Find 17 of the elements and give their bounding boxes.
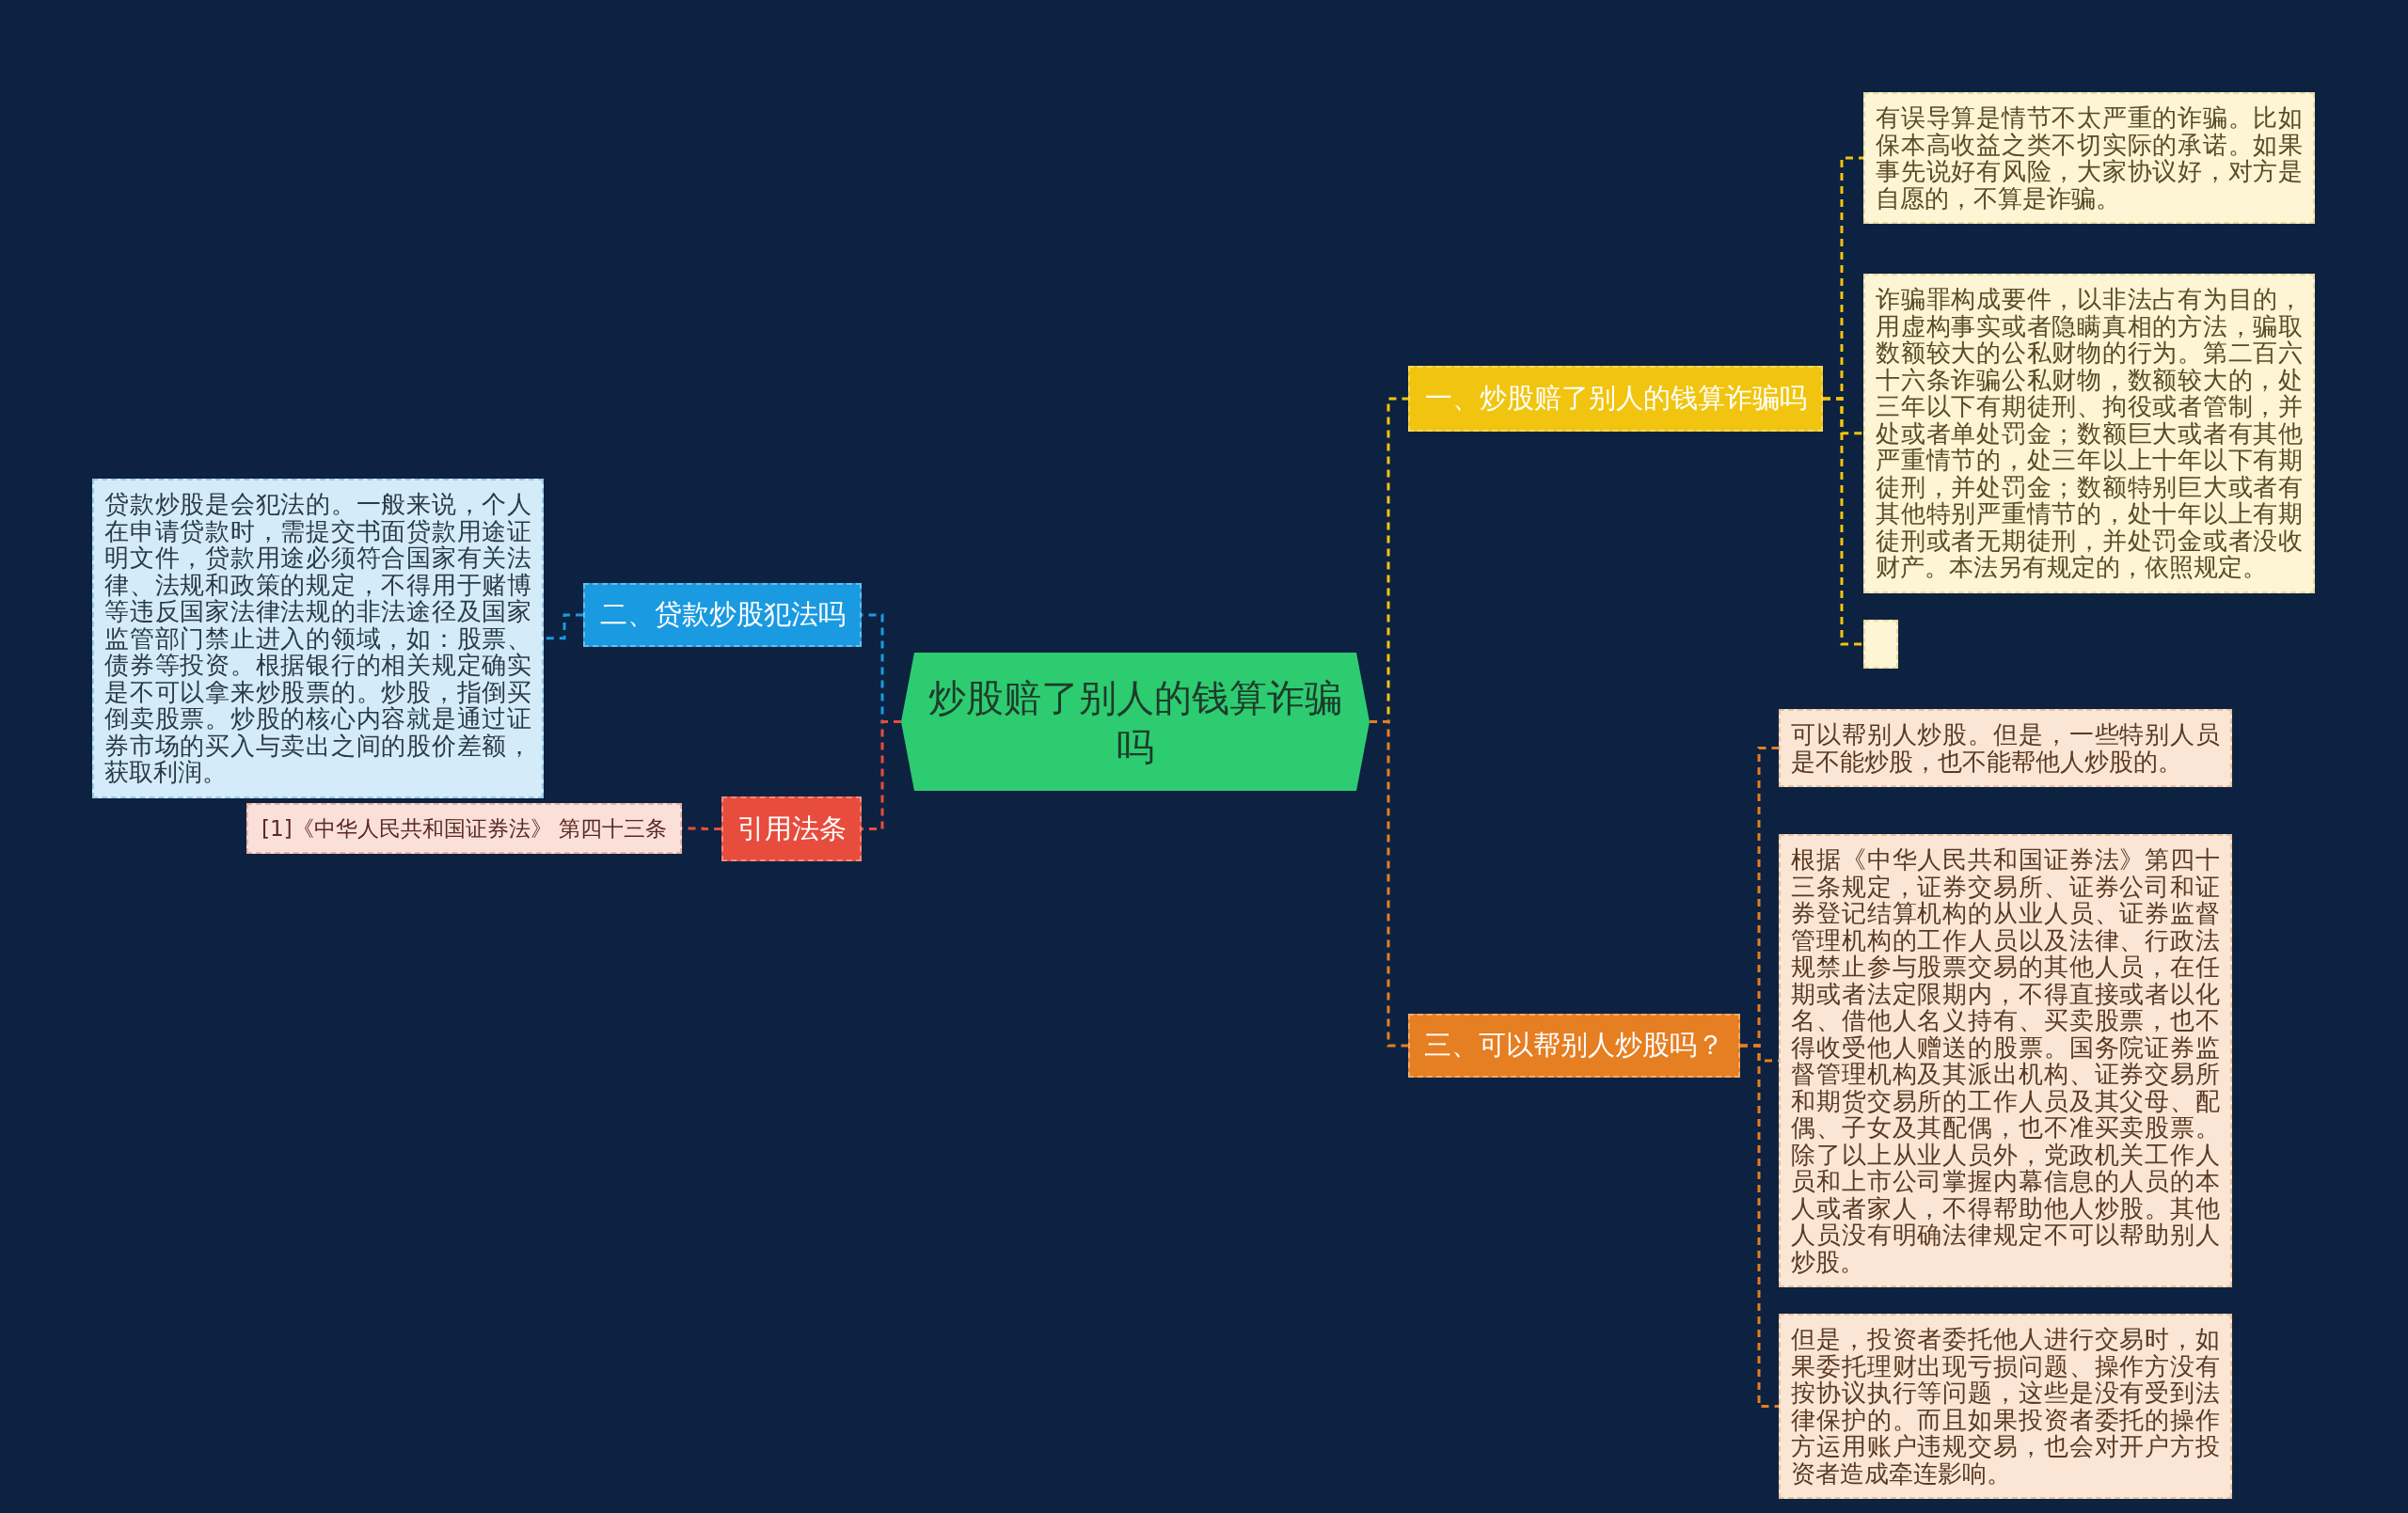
branch-topic: 二、贷款炒股犯法吗	[583, 583, 862, 647]
citation-box: [1]《中华人民共和国证券法》 第四十三条	[246, 803, 682, 854]
branch-topic: 引用法条	[721, 796, 862, 861]
connector	[1823, 397, 1863, 646]
detail-box: 诈骗罪构成要件，以非法占有为目的，用虚构事实或者隐瞒真相的方法，骗取数额较大的公私财物的行为。第二百六十六条诈骗公私财物，数额较大的，处三年以下有期徒刑、拘役或者管制，并处或者单处罚金；数额巨大或者有其他严重情节的，处三年以上十年以下有期徒刑，并处罚金；数额特别巨大或者有其他特别严重情节的，处十年以上有期徒刑或者无期徒刑，并处罚金或者没收财产。本法另有规定的，依照规定。	[1863, 274, 2315, 593]
branch-topic: 三、可以帮别人炒股吗？	[1408, 1014, 1740, 1078]
detail-box: 贷款炒股是会犯法的。一般来说，个人在申请贷款时，需提交书面贷款用途证明文件，贷款用途必须符合国家有关法律、法规和政策的规定，不得用于赌博等违反国家法律法规的非法途径及国家监管部门禁止进入的领域，如：股票、债券等投资。根据银行的相关规定确实是不可以拿来炒股票的。炒股，指倒买倒卖股票。炒股的核心内容就是通过证券市场的买入与卖出之间的股价差额，获取利润。	[92, 479, 544, 798]
empty-box	[1863, 620, 1898, 669]
central-topic: 炒股赔了别人的钱算诈骗吗	[901, 653, 1370, 791]
detail-box: 有误导算是情节不太严重的诈骗。比如保本高收益之类不切实际的承诺。如果事先说好有风险，大家协议好，对方是自愿的，不算是诈骗。	[1863, 92, 2315, 224]
connector	[1740, 1044, 1779, 1408]
branch-topic: 一、炒股赔了别人的钱算诈骗吗	[1408, 366, 1823, 432]
connector	[1370, 720, 1408, 1048]
detail-box: 但是，投资者委托他人进行交易时，如果委托理财出现亏损问题、操作方没有按协议执行等问题，这些是没有受到法律保护的。而且如果投资者委托的操作方运用账户违规交易，也会对开户方投资者造成牵连影响。	[1779, 1314, 2232, 1499]
connector	[544, 613, 583, 640]
detail-box: 可以帮别人炒股。但是，一些特别人员是不能炒股，也不能帮他人炒股的。	[1779, 709, 2232, 787]
detail-box: 根据《中华人民共和国证券法》第四十三条规定，证券交易所、证券公司和证券登记结算机构的从业人员、证券监督管理机构的工作人员以及法律、行政法规禁止参与股票交易的其他人员，在任期或者法定限期内，不得直接或者以化名、借他人名义持有、买卖股票，也不得收受他人赠送的股票。国务院证券监督管理机构及其派出机构、证券交易所和期货交易所的工作人员及其父母、配偶、子女及其配偶，也不准买卖股票。除了以上从业人员外，党政机关工作人员和上市公司掌握内幕信息的人员的本人或者家人，不得帮助他人炒股。其他人员没有明确法律规定不可以帮助别人炒股。	[1779, 834, 2232, 1287]
